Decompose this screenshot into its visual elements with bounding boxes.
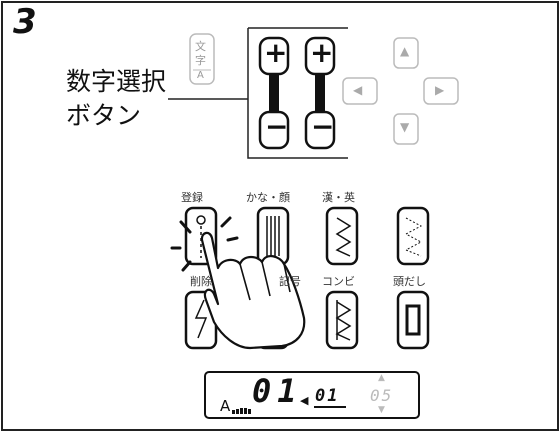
combi-label: コンビ	[322, 275, 355, 288]
symbol-label: 記号	[279, 275, 301, 288]
step-number: 3	[13, 2, 37, 42]
display-arrow-icon: ◀	[300, 394, 309, 407]
register-label: 登録	[181, 191, 203, 204]
kana-face-button[interactable]	[256, 206, 290, 266]
direction-pad[interactable]	[342, 37, 459, 145]
zigzag-button[interactable]	[396, 206, 430, 266]
display-small-number: 01	[315, 386, 340, 406]
number-buttons-bracket	[247, 28, 348, 159]
callout-label-line1: 数字選択	[66, 67, 167, 96]
delete-label: 削除	[190, 275, 212, 288]
display-up-arrow-icon: ▲	[378, 373, 385, 383]
pressing-hand-icon	[170, 216, 306, 350]
display-count: 05	[370, 386, 394, 405]
combi-button[interactable]	[325, 290, 359, 350]
mode-key-top: 文	[195, 40, 206, 53]
kanji-english-label: 漢・英	[322, 191, 355, 204]
arrow-right-icon: ▶	[435, 83, 445, 97]
minus-icon: −	[311, 110, 335, 143]
display-down-arrow-icon: ▼	[378, 405, 385, 415]
lcd-display	[204, 371, 420, 419]
mode-key-bottom: A	[197, 70, 204, 81]
number-select-right[interactable]	[304, 36, 336, 150]
callout-label-line2: ボタン	[66, 101, 142, 130]
character-mode-key[interactable]	[189, 33, 215, 85]
start-label: 頭だし	[393, 275, 426, 288]
display-big-number: 01	[252, 372, 303, 410]
kana-face-label: かな・顔	[246, 191, 290, 204]
arrow-left-icon: ◀	[353, 83, 363, 97]
arrow-up-icon: ▲	[400, 44, 410, 58]
mode-key-middle: 字	[195, 54, 206, 67]
plus-icon: +	[264, 36, 288, 69]
display-mode-letter: A	[220, 397, 231, 415]
start-button[interactable]	[396, 290, 430, 350]
minus-icon: −	[265, 110, 289, 143]
arrow-down-icon: ▼	[400, 120, 410, 134]
plus-icon: +	[310, 36, 334, 69]
kanji-english-button[interactable]	[325, 206, 359, 266]
number-select-left[interactable]	[258, 36, 290, 150]
